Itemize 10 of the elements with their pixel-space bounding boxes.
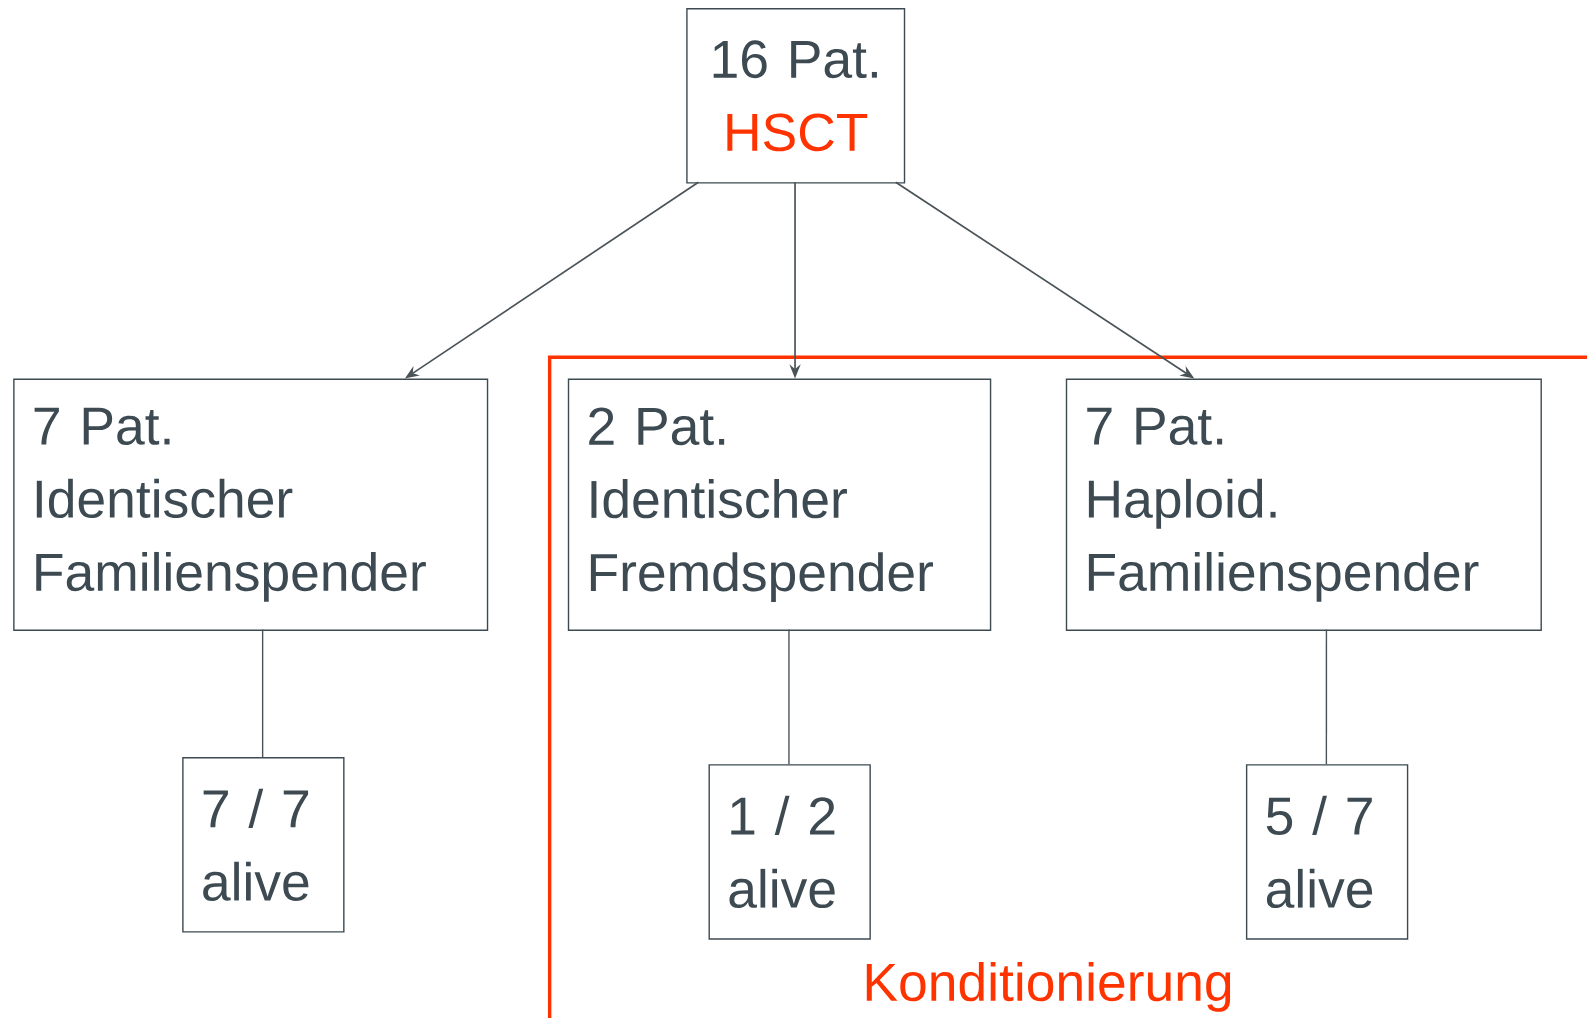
text-box: 7 Pat. Identischer Familienspender [13,378,489,631]
text-box: 5 / 7 alive [1245,764,1409,940]
text-box: 7 Pat. Haploid. Familienspender [1065,378,1542,631]
text-box: 2 Pat. Identischer Fremdspender [567,378,992,631]
connector-line [788,628,790,765]
connector-line [261,628,264,758]
text-box: 7 / 7 alive [182,756,345,933]
text-box: 1 / 2 alive [708,764,871,940]
text-box: 16 Pat. HSCT [686,7,906,184]
connector-line [1325,628,1328,765]
